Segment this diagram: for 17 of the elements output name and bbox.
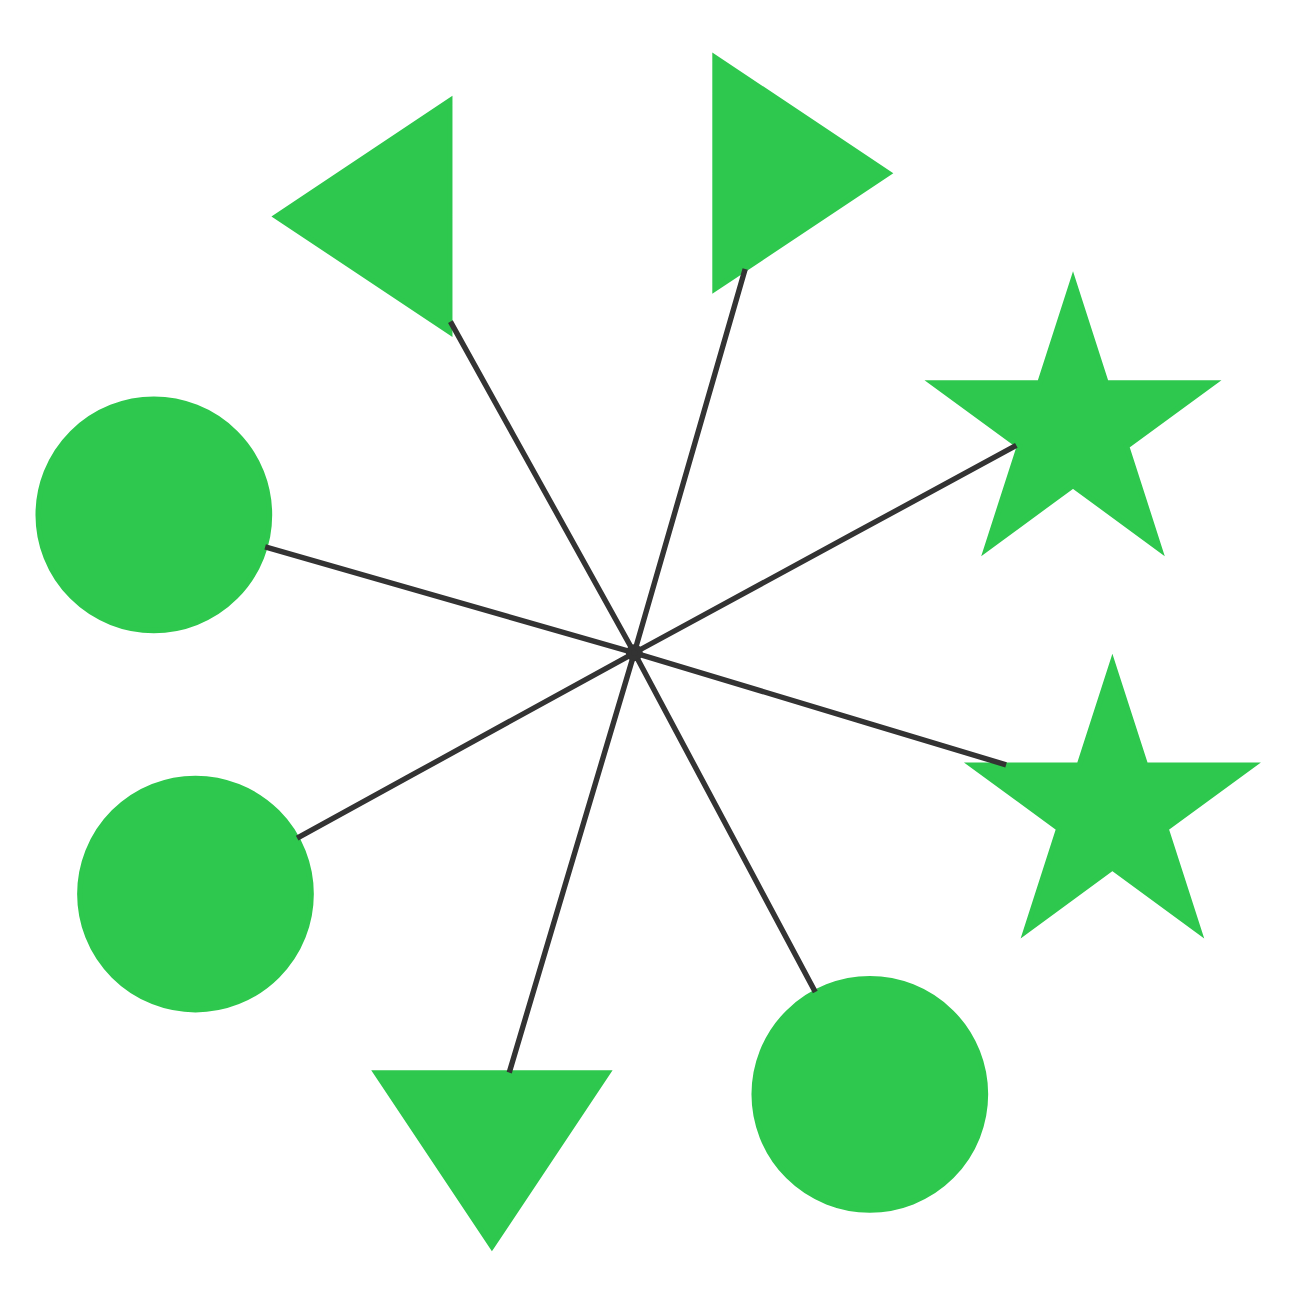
connector [639,443,1018,652]
node-triangle [271,95,453,338]
connector [633,268,748,647]
node-circle [35,396,273,634]
connector [635,657,818,994]
connector [295,653,630,841]
node-triangle [712,52,894,294]
connector [448,320,634,648]
connector [506,658,635,1074]
node-star [963,653,1261,939]
node-star [924,271,1222,557]
node-triangle [371,1070,613,1252]
node-point [625,644,643,662]
node-circle [751,976,989,1213]
connector [640,652,1007,768]
connector [264,544,629,654]
node-circle [77,775,314,1013]
